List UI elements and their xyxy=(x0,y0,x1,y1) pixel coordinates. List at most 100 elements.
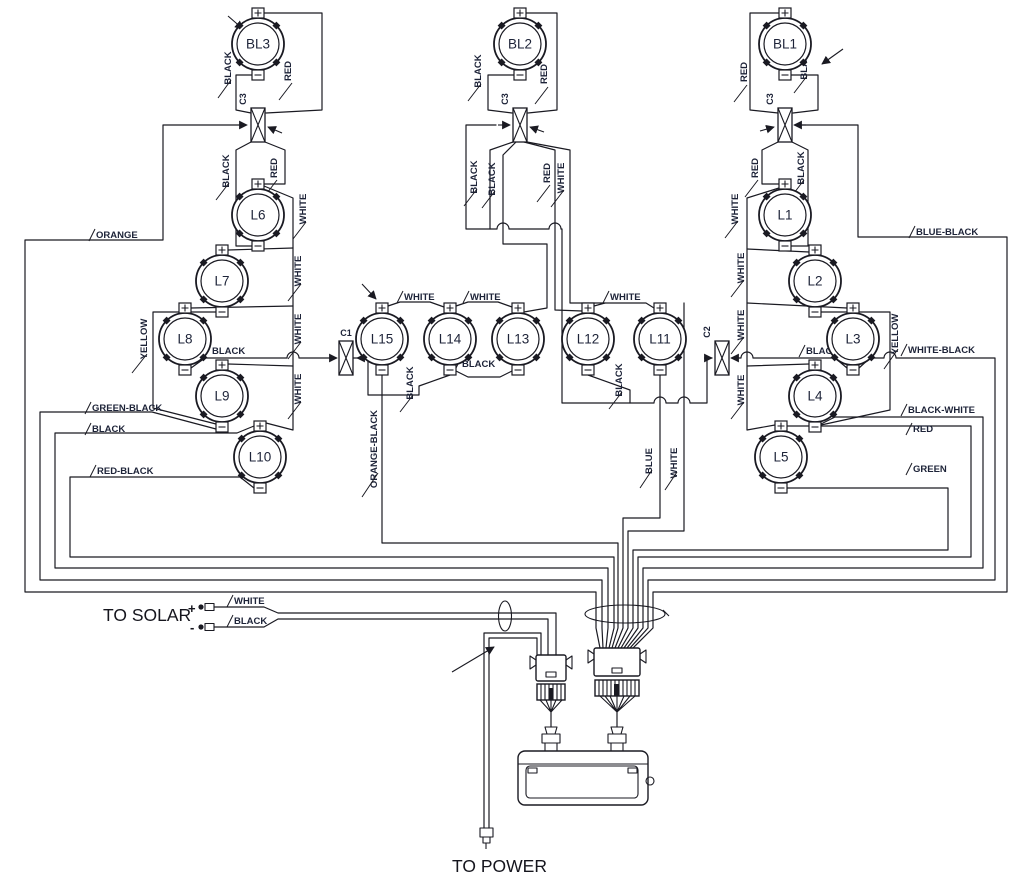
lamp-contact-diamond xyxy=(235,21,244,30)
lamp-l11: L11 xyxy=(633,302,687,376)
lamp-contact-diamond xyxy=(235,58,244,67)
wire-bl2-black xyxy=(487,74,515,114)
wire-blue-black xyxy=(632,124,1008,649)
connector-c2-4: C2 xyxy=(702,326,730,376)
small-connector xyxy=(529,654,573,752)
connector-c3-0: C3 xyxy=(238,93,266,143)
arrow-bl1 xyxy=(821,48,844,65)
label-yellow: YELLOW xyxy=(890,314,901,355)
label-white: WHITE xyxy=(736,253,747,284)
label-black: BLACK xyxy=(469,160,480,193)
lamp-contact-diamond xyxy=(762,58,771,67)
wire-l14-branch xyxy=(381,374,451,396)
wire-l12-black xyxy=(587,374,631,404)
label-black: BLACK xyxy=(405,366,416,399)
lamp-l3: L3 xyxy=(826,302,880,376)
lamp-contact-diamond xyxy=(799,192,808,201)
wire-l1-red xyxy=(761,141,780,185)
label-blue: BLUE xyxy=(644,448,655,474)
wire-power-outer xyxy=(483,632,542,829)
solar-plus-terminal xyxy=(198,604,204,610)
lamp-label-l11: L11 xyxy=(649,332,671,347)
label-white: WHITE xyxy=(404,292,435,303)
plus-icon xyxy=(781,9,789,17)
label-red: RED xyxy=(269,158,280,178)
lamp-label-l14: L14 xyxy=(439,332,462,347)
arrow-c3a-right xyxy=(267,126,283,135)
arrow-c3c-left xyxy=(759,124,775,134)
label-black: BLACK xyxy=(487,162,498,195)
label-white: WHITE xyxy=(293,256,304,287)
big-connector xyxy=(587,647,647,752)
lamp-label-l8: L8 xyxy=(177,332,192,347)
label-black: BLACK xyxy=(223,51,234,84)
connector-x-icon xyxy=(250,107,266,143)
lamp-label-l1: L1 xyxy=(777,208,792,223)
power-plug xyxy=(479,827,494,849)
wire-orange xyxy=(24,124,601,649)
wire-bl3-black xyxy=(235,74,253,114)
plus-icon xyxy=(181,304,189,312)
label-green-black: GREEN-BLACK xyxy=(92,403,162,414)
plus-icon xyxy=(584,304,592,312)
connector-label-c3: C3 xyxy=(238,93,248,105)
lamp-label-l4: L4 xyxy=(807,389,823,404)
wire-bl2-red xyxy=(525,12,558,114)
to-solar-label: TO SOLAR xyxy=(103,605,191,625)
wire-white-stub-l3 xyxy=(746,302,848,309)
label-black: BLACK xyxy=(796,151,807,184)
wire-power-inner xyxy=(488,637,538,829)
label-white: WHITE xyxy=(730,194,741,225)
control-box xyxy=(517,750,655,806)
label-black: BLACK xyxy=(212,346,245,357)
lamp-contact-diamond xyxy=(762,192,771,201)
label-black: BLACK xyxy=(614,363,625,396)
to-power-label: TO POWER xyxy=(452,856,547,876)
label-white: WHITE xyxy=(669,448,680,479)
lamp-contact-diamond xyxy=(762,229,771,238)
lamp-label-l2: L2 xyxy=(807,274,822,289)
plus-icon xyxy=(811,361,819,369)
connector-label-c1: C1 xyxy=(340,328,352,338)
lamp-label-l7: L7 xyxy=(214,274,229,289)
connector-label-c2: C2 xyxy=(702,326,712,338)
wire-mid-bus xyxy=(465,124,713,404)
solar-plus: + xyxy=(188,601,196,616)
lamp-contact-diamond xyxy=(534,21,543,30)
lamp-l6: L6 xyxy=(231,178,285,252)
connector-c1-3: C1 xyxy=(338,328,354,376)
label-black: BLACK xyxy=(221,154,232,187)
lamp-label-l6: L6 xyxy=(250,208,265,223)
lamp-l7: L7 xyxy=(195,244,249,318)
wire-white-black xyxy=(629,351,996,649)
wire-bl1-red xyxy=(749,12,780,114)
arrow-c3b-right xyxy=(529,125,545,134)
lamp-contact-diamond xyxy=(762,21,771,30)
label-red: RED xyxy=(283,61,294,81)
arrow-l15 xyxy=(361,283,377,300)
lamp-bl3: BL3 xyxy=(231,7,285,81)
wire-bl2-black1 xyxy=(489,141,514,230)
label-black: BLACK xyxy=(473,54,484,87)
arrow-solar-loop xyxy=(451,646,495,673)
wire-green xyxy=(620,487,949,649)
plus-icon xyxy=(254,180,262,188)
wire-black-left xyxy=(54,425,609,649)
connector-label-c3: C3 xyxy=(765,93,775,105)
harness-wires xyxy=(24,12,1008,829)
wire-bl1-black xyxy=(790,74,819,114)
label-red: RED xyxy=(542,163,553,183)
lamp-l8: L8 xyxy=(158,302,212,376)
lamp-l15: L15 xyxy=(355,302,409,376)
label-orange-black: ORANGE-BLACK xyxy=(369,410,380,488)
plus-icon xyxy=(378,304,386,312)
lamp-l13: L13 xyxy=(491,302,545,376)
label-white: WHITE xyxy=(293,314,304,345)
label-yellow: YELLOW xyxy=(139,319,150,360)
plus-icon xyxy=(656,304,664,312)
wire-blue xyxy=(614,374,661,649)
label-black: BLACK xyxy=(806,346,839,357)
lamp-label-l9: L9 xyxy=(214,389,229,404)
